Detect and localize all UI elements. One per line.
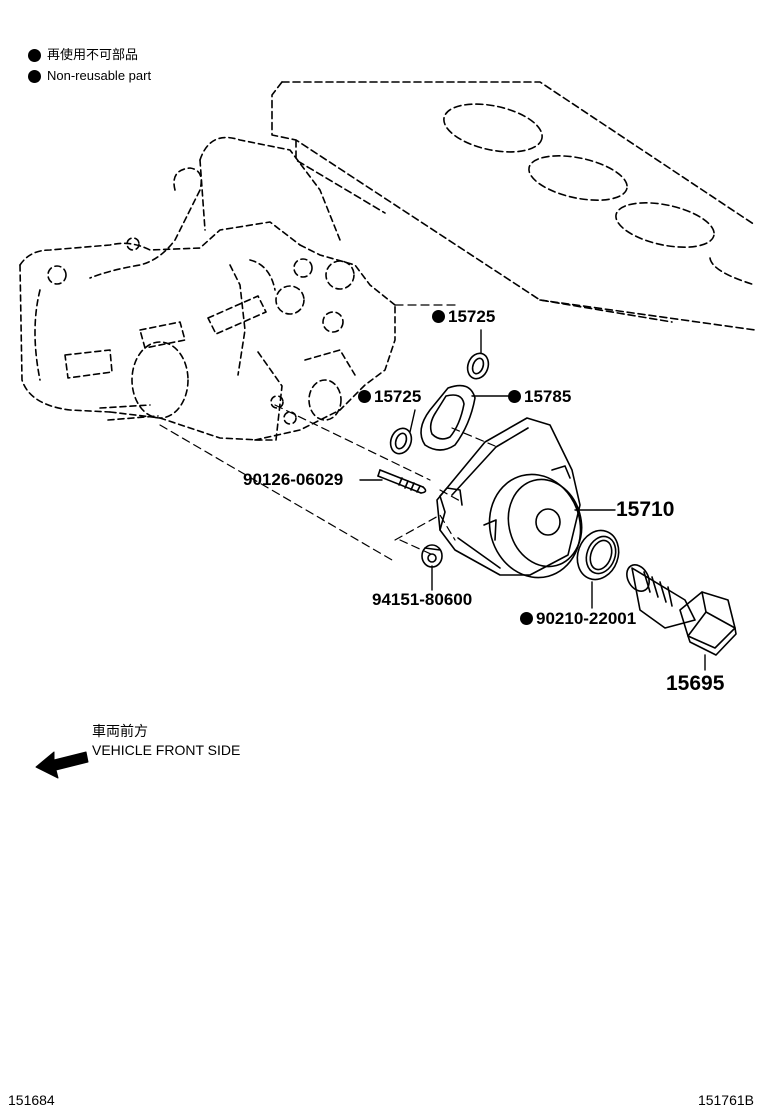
oring-15725-lower	[389, 427, 413, 455]
part-label-94151-80600[interactable]: 94151-80600	[372, 590, 473, 609]
nonreusable-dot-icon	[432, 310, 445, 323]
nut-94151	[421, 544, 443, 568]
reference-lines	[159, 304, 496, 561]
diagram-code-right: 151761B	[697, 1092, 754, 1108]
part-label-15725-lower[interactable]: 15725	[358, 387, 421, 407]
direction-jp: 車両前方	[92, 723, 148, 739]
seal-90210	[576, 529, 620, 581]
nonreusable-dot-icon	[520, 612, 533, 625]
part-label-15785[interactable]: 15785	[508, 387, 571, 407]
part-label-15710[interactable]: 15710	[616, 498, 675, 521]
stud-90126	[377, 469, 427, 494]
part-label-15725-upper[interactable]: 15725	[432, 307, 495, 327]
part-label-90126-06029[interactable]: 90126-06029	[243, 470, 344, 489]
diagram-code-left: 151684	[8, 1092, 55, 1108]
legend-en: Non-reusable part	[28, 68, 151, 84]
cylinder-head-outline	[271, 81, 756, 331]
legend-jp: 再使用不可部品	[28, 47, 138, 63]
cover-15710	[436, 417, 583, 579]
nonreusable-dot-icon	[508, 390, 521, 403]
direction-en: VEHICLE FRONT SIDE	[92, 742, 241, 758]
gasket-15785	[420, 384, 476, 451]
part-label-90210-22001[interactable]: 90210-22001	[520, 609, 636, 629]
nonreusable-dot-icon	[358, 390, 371, 403]
pump-body-outline	[19, 136, 396, 441]
nonreusable-dot-icon	[28, 69, 41, 83]
legend-jp-text: 再使用不可部品	[47, 47, 139, 62]
legend-en-text: Non-reusable part	[47, 68, 152, 83]
part-label-15695[interactable]: 15695	[666, 672, 725, 695]
leader-lines	[359, 329, 706, 671]
bolt-15695	[626, 564, 737, 656]
front-arrow-icon	[35, 751, 89, 779]
oring-15725-upper	[466, 352, 490, 380]
nonreusable-dot-icon	[28, 48, 41, 62]
